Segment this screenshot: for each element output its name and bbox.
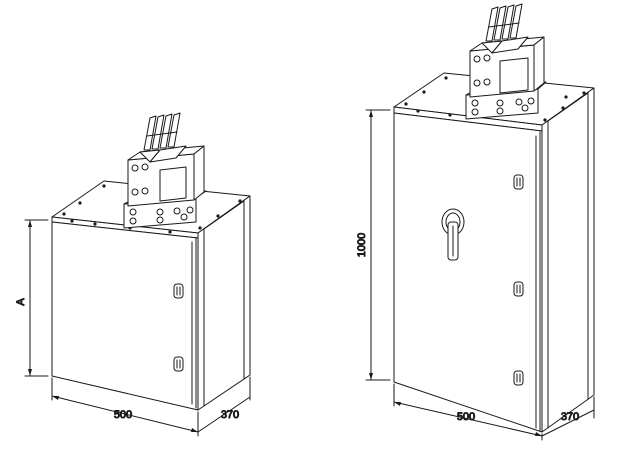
large-busbar-adapter [465,3,547,120]
small-cabinet-dimensions [24,219,251,437]
large-cabinet-door [393,112,543,433]
large-cabinet-width-label: 500 [457,411,475,423]
small-busbar-adapter [123,112,207,229]
small-cabinet-width-label: 500 [114,409,132,421]
small-cabinet-depth-label: 370 [221,409,239,421]
large-cabinet-lock-middle [513,281,524,297]
small-cabinet [51,180,251,411]
small-cabinet-lock-upper [173,283,184,299]
small-cabinet-height-label: A [15,298,27,306]
large-cabinet-lock-lower [513,370,524,386]
large-cabinet-depth-label: 370 [561,411,579,423]
large-cabinet-side [541,87,595,433]
rotary-handle-icon [441,208,465,261]
small-cabinet-door [51,221,199,411]
large-cabinet-dimensions [365,109,595,441]
large-cabinet-lock-upper [513,174,524,190]
small-cabinet-lock-lower [173,356,184,372]
large-cabinet-height-label: 1000 [356,233,368,257]
large-cabinet [393,72,595,433]
